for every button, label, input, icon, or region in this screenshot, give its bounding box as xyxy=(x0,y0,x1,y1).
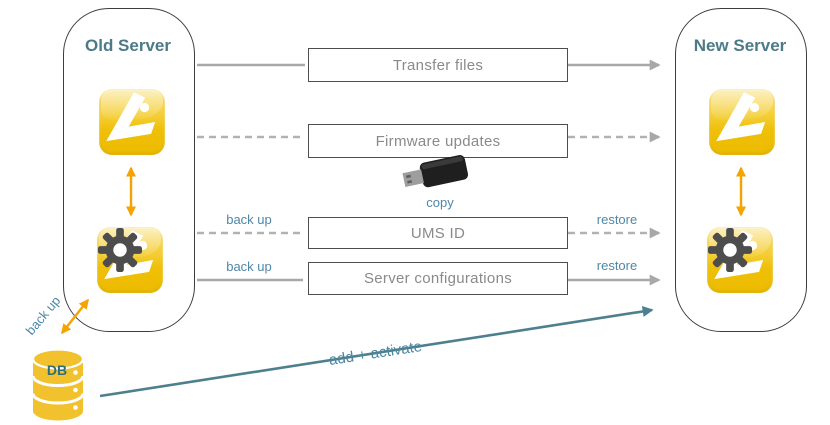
server-configs-backup-label: back up xyxy=(226,259,272,274)
igel-app-gear-icon xyxy=(707,227,773,293)
ums-id-box: UMS ID xyxy=(308,217,568,249)
igel-app-icon xyxy=(99,89,165,155)
igel-logo-glyph xyxy=(716,92,766,142)
firmware-updates-label: Firmware updates xyxy=(375,132,501,150)
db-backup-label: back up xyxy=(22,293,64,338)
server-configurations-box: Server configurations xyxy=(308,262,568,295)
new-server-title: New Server xyxy=(693,36,787,55)
old-server-title: Old Server xyxy=(85,36,171,55)
ums-id-label: UMS ID xyxy=(410,224,466,242)
ums-id-backup-label: back up xyxy=(226,212,272,227)
usb-stick-icon xyxy=(398,152,478,202)
transfer-files-box: Transfer files xyxy=(308,48,568,82)
usb-copy-label: copy xyxy=(426,195,454,210)
transfer-files-label: Transfer files xyxy=(392,56,484,74)
db-label: DB xyxy=(46,362,68,378)
database-cylinder-icon xyxy=(30,347,86,423)
igel-logo-glyph xyxy=(106,92,156,142)
gear-icon xyxy=(97,227,143,273)
server-configs-restore-label: restore xyxy=(596,258,638,273)
add-activate-label: add + activate xyxy=(327,338,424,369)
firmware-updates-box: Firmware updates xyxy=(308,124,568,158)
igel-app-icon xyxy=(709,89,775,155)
ums-id-restore-label: restore xyxy=(596,212,638,227)
server-configurations-label: Server configurations xyxy=(363,270,513,287)
gear-icon xyxy=(707,227,753,273)
igel-app-gear-icon xyxy=(97,227,163,293)
